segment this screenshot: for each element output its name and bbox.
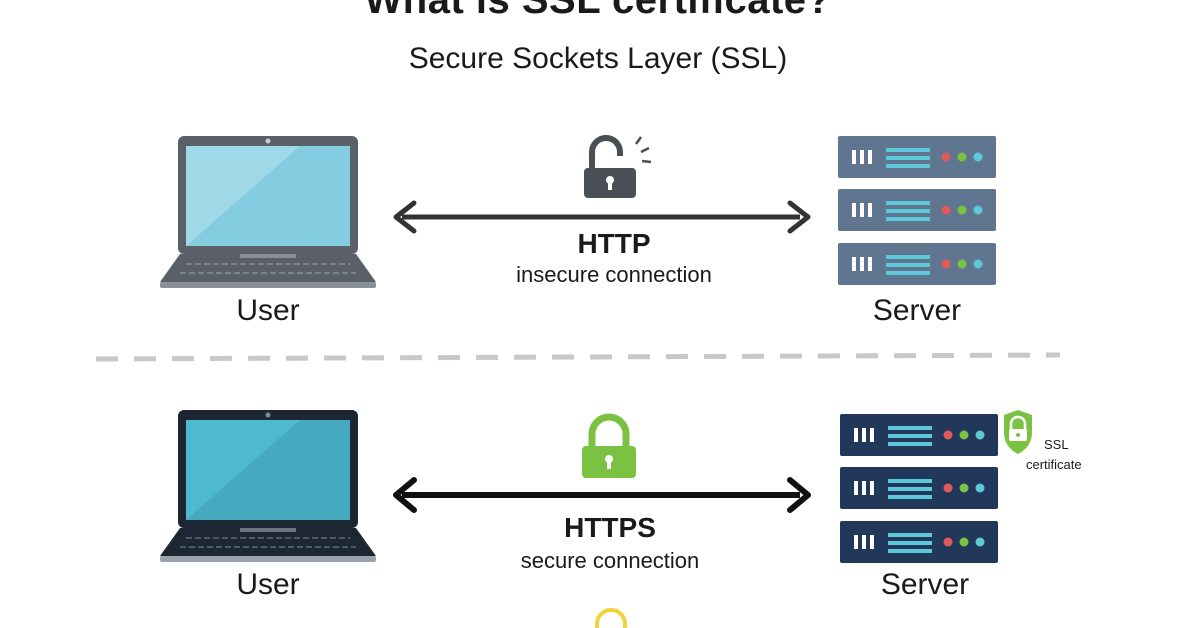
ssl-label: SSL xyxy=(1044,437,1069,452)
bidirectional-arrow-bottom xyxy=(393,477,811,513)
server-label-bottom: Server xyxy=(880,568,970,601)
server-rack-icon-bottom xyxy=(840,414,998,563)
server-rack-icon-top xyxy=(838,136,996,285)
bidirectional-arrow-top xyxy=(393,200,811,234)
section-divider xyxy=(95,352,1061,362)
certificate-label: certificate xyxy=(1026,457,1082,472)
server-label-top: Server xyxy=(872,294,962,327)
protocol-label-https: HTTPS xyxy=(564,512,656,543)
connection-label-insecure: insecure connection xyxy=(516,262,712,287)
laptop-icon-top xyxy=(160,136,376,288)
page-subtitle: Secure Sockets Layer (SSL) xyxy=(408,42,788,75)
unlocked-padlock-icon xyxy=(584,135,652,198)
ssl-shield-icon xyxy=(1004,410,1032,454)
protocol-label-http: HTTP xyxy=(577,228,651,259)
partial-lock-icon xyxy=(595,608,627,628)
connection-label-secure: secure connection xyxy=(520,548,700,573)
user-label-top: User xyxy=(236,294,300,327)
locked-padlock-icon xyxy=(582,413,636,478)
laptop-icon-bottom xyxy=(160,410,376,562)
user-label-bottom: User xyxy=(236,568,300,601)
page-title: What is SSL certificate? xyxy=(364,0,832,22)
